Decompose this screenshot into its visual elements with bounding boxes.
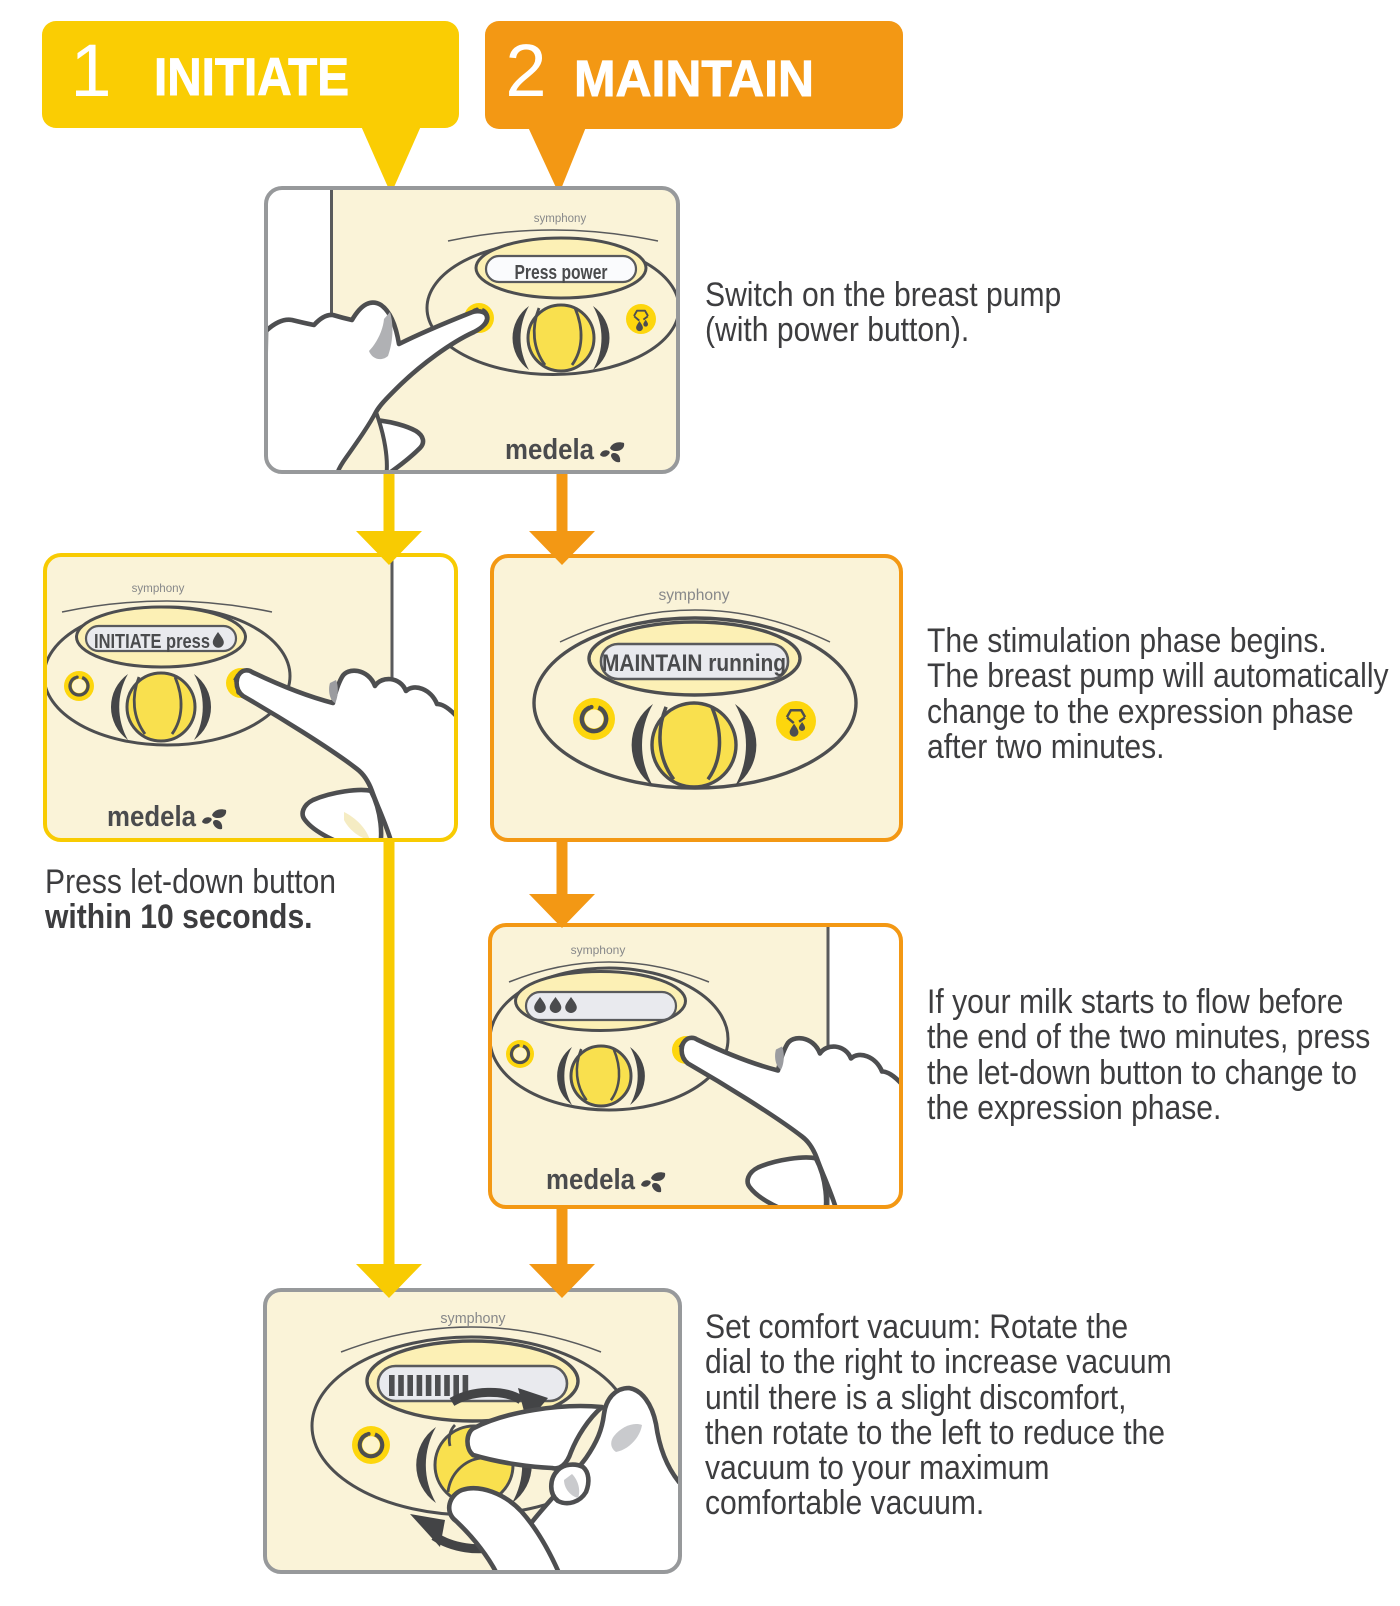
svg-text:symphony: symphony	[534, 213, 587, 225]
svg-text:symphony: symphony	[571, 943, 626, 957]
svg-text:INITIATE: INITIATE	[154, 48, 349, 107]
svg-text:MAINTAIN: MAINTAIN	[574, 50, 814, 107]
svg-text:INITIATE press: INITIATE press	[94, 631, 210, 653]
svg-text:2: 2	[505, 29, 546, 112]
svg-text:symphony: symphony	[658, 587, 729, 604]
svg-text:Press power: Press power	[515, 262, 608, 284]
svg-text:symphony: symphony	[132, 582, 185, 595]
svg-text:symphony: symphony	[440, 1311, 506, 1327]
svg-text:MAINTAIN running: MAINTAIN running	[602, 650, 786, 677]
svg-text:1: 1	[70, 29, 111, 112]
